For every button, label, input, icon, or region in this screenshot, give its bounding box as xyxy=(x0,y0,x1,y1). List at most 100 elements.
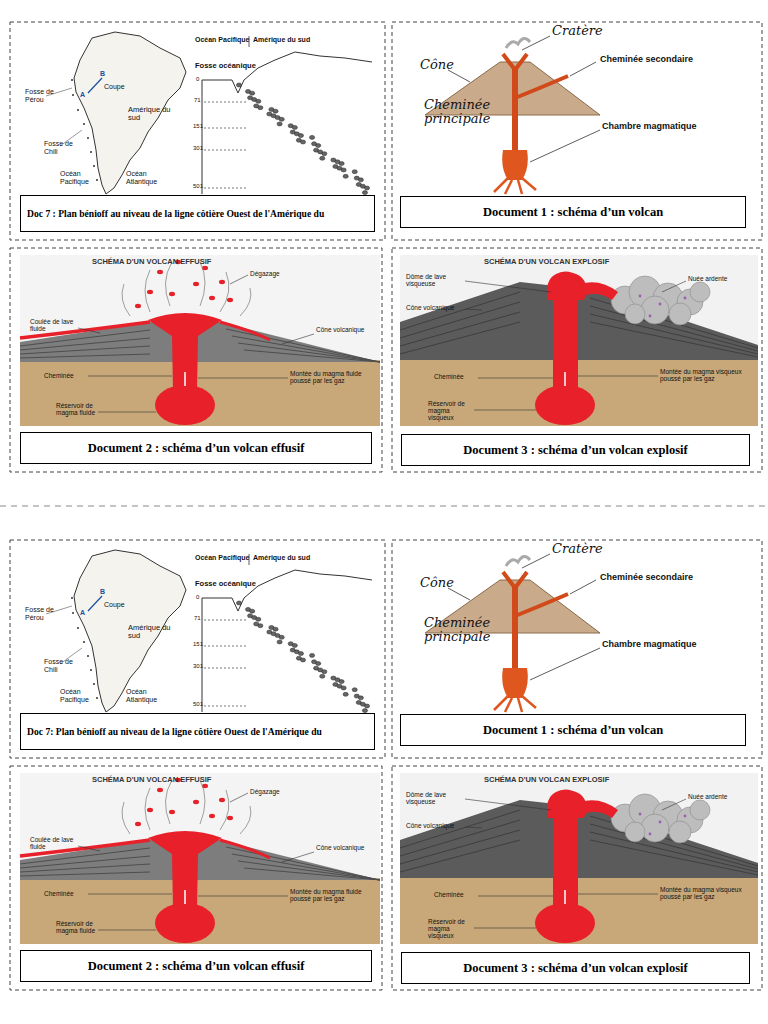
part-label: Fosse océanique xyxy=(195,580,265,588)
crater-branch xyxy=(503,572,515,588)
crater-branch xyxy=(515,572,527,588)
caption-text: Document 1 : schéma d’un volcan xyxy=(483,723,663,738)
depth-gridline xyxy=(204,646,248,647)
cone-layer xyxy=(20,872,150,876)
part-label: Cône xyxy=(420,58,470,72)
sky-background xyxy=(400,255,758,360)
part-label: Dégazage xyxy=(250,788,300,795)
trench-dot xyxy=(87,655,89,657)
depth-gridline xyxy=(204,102,248,103)
part-label: Océan Pacifique xyxy=(60,170,100,185)
gas-trail xyxy=(240,806,251,834)
cone-layer xyxy=(238,861,380,880)
card-frame xyxy=(10,248,382,472)
part-label: Cheminée principale xyxy=(424,98,504,127)
part-label: Montée du magma fluide poussé par les ga… xyxy=(290,888,372,902)
cloud-puff xyxy=(625,304,645,324)
leader-line xyxy=(478,378,553,379)
pyroclastic-cloud xyxy=(611,276,710,325)
trench-dot xyxy=(71,79,73,81)
continent-outline xyxy=(74,32,186,194)
cone-layer xyxy=(400,302,520,338)
hot-particle xyxy=(659,303,662,306)
sky-background xyxy=(400,773,758,878)
cone-layer xyxy=(400,830,520,864)
part-label: Chambre magmatique xyxy=(602,640,742,650)
depth-value: 71 xyxy=(194,615,210,622)
cloud-puff xyxy=(690,800,710,820)
part-label: Cheminée secondaire xyxy=(600,573,740,583)
part-label: Océan Pacifique xyxy=(195,554,251,562)
part-label: Cheminée xyxy=(44,890,89,897)
earthquake-focus xyxy=(258,106,263,110)
trench-dot xyxy=(72,612,74,614)
gas-trail xyxy=(220,790,229,830)
rise-arrow xyxy=(184,890,186,904)
caption-text: Doc 7 : Plan bénioff au niveau de la lig… xyxy=(27,208,324,219)
part-label: Montée du magma visqueux poussé par les … xyxy=(660,886,742,900)
depth-gridline xyxy=(204,706,248,707)
part-label: B xyxy=(100,70,110,78)
trench-dot xyxy=(96,697,98,699)
chamber-roots xyxy=(494,178,536,194)
magma-reservoir xyxy=(535,903,595,943)
chamber-roots xyxy=(494,696,536,712)
part-label: Cheminée xyxy=(434,891,478,898)
gas-trail xyxy=(165,780,172,824)
leader-line xyxy=(282,852,314,862)
part-label: Cratère xyxy=(552,24,622,38)
gas-trail xyxy=(240,288,251,316)
rise-arrow xyxy=(564,372,566,386)
leader-line xyxy=(465,309,482,310)
earthquake-focus xyxy=(316,144,321,148)
earthquake-focus xyxy=(256,99,261,103)
hot-particle xyxy=(649,315,652,318)
earthquake-focus xyxy=(250,91,255,95)
earthquake-focus xyxy=(358,178,363,182)
smoke xyxy=(506,38,530,48)
earthquake-focus xyxy=(236,601,241,605)
lava-bomb xyxy=(227,816,233,820)
lava-bomb xyxy=(193,282,199,286)
magma-chamber xyxy=(502,668,528,698)
magma-chimney xyxy=(148,831,222,910)
trench-dot xyxy=(77,627,79,629)
leader-line xyxy=(198,378,288,379)
lava-bomb xyxy=(219,798,225,802)
part-label: Dégazage xyxy=(250,270,300,277)
trench-dot xyxy=(96,179,98,181)
depth-gridline xyxy=(204,128,248,129)
lava-bomb xyxy=(227,298,233,302)
ground-layer xyxy=(20,878,380,944)
depth-gridline xyxy=(204,188,248,189)
gas-trail xyxy=(165,262,172,306)
lava-bomb xyxy=(157,270,163,274)
cone-layer xyxy=(400,312,520,346)
part-label: Amérique du sud xyxy=(253,554,333,562)
part-label: Amérique du sud xyxy=(128,624,176,641)
lava-bomb xyxy=(209,296,215,300)
earthquake-focus xyxy=(341,686,346,690)
magma-reservoir xyxy=(155,903,215,943)
cone-layer xyxy=(226,847,380,880)
hot-particle xyxy=(684,297,687,300)
earthquake-focus xyxy=(292,125,297,129)
caption-box: Doc 7: Plan bénioff au niveau de la lign… xyxy=(20,713,375,750)
cone-layer xyxy=(20,338,150,350)
crater-branch xyxy=(515,54,527,70)
cone-layer xyxy=(590,322,758,357)
part-label: Montée du magma visqueux poussé par les … xyxy=(660,368,742,382)
caption-box: Doc 7 : Plan bénioff au niveau de la lig… xyxy=(20,195,375,232)
depth-axis xyxy=(202,80,203,194)
part-label: SCHÉMA D'UN VOLCAN EFFUSIF xyxy=(92,776,282,784)
earthquake-focus xyxy=(358,696,363,700)
earthquake-focus xyxy=(309,653,314,657)
part-label: Fosse de Pérou xyxy=(25,88,67,103)
part-label: A xyxy=(80,609,90,617)
earthquake-focus xyxy=(250,609,255,613)
hot-particle xyxy=(649,833,652,836)
smoke xyxy=(506,556,530,566)
ground-layer xyxy=(400,360,758,426)
part-label: Océan Atlantique xyxy=(126,170,172,185)
leader-line xyxy=(474,928,536,929)
